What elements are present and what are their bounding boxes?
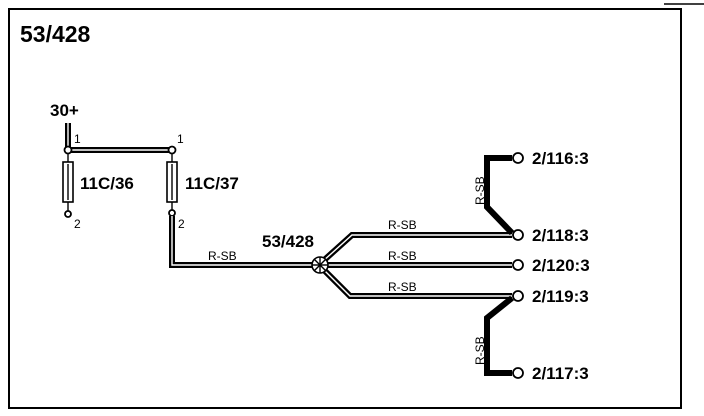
feed-wire-inner bbox=[171, 216, 312, 266]
branch-wire-119-inner bbox=[321, 267, 512, 297]
diagram-frame bbox=[8, 8, 682, 409]
terminal-label: 2/120:3 bbox=[532, 256, 590, 275]
fuse-11c37: 1 2 11C/37 bbox=[166, 132, 239, 231]
terminal-label: 2/117:3 bbox=[532, 364, 589, 383]
terminal-2-117-3: 2/117:3 bbox=[512, 364, 589, 383]
jumper-wire-119-117 bbox=[484, 295, 514, 376]
fuse-11c37-label: 11C/37 bbox=[185, 174, 239, 193]
terminal-label: 2/118:3 bbox=[532, 226, 589, 245]
branch-wire-118 bbox=[319, 232, 512, 265]
branch-wire-119 bbox=[319, 265, 512, 299]
terminal-circle bbox=[512, 367, 524, 379]
wire-label-117: R-SB bbox=[473, 336, 487, 365]
jumper-wire-116-118 bbox=[484, 155, 515, 236]
splice-cross-d2 bbox=[313, 258, 327, 272]
terminal-2-119-3: 2/119:3 bbox=[512, 287, 589, 306]
branch-wire-118-inner bbox=[321, 234, 512, 263]
splice-label: 53/428 bbox=[262, 232, 314, 251]
fuse-11c36-top-terminal bbox=[63, 145, 73, 155]
fuse-11c36-pin-bottom: 2 bbox=[74, 217, 81, 231]
fuse-11c37-bottom-terminal bbox=[168, 209, 176, 217]
terminal-label: 2/119:3 bbox=[532, 287, 589, 306]
terminal-2-120-3: 2/120:3 bbox=[512, 256, 590, 275]
wire-label-119: R-SB bbox=[388, 280, 417, 294]
splice-53-428 bbox=[311, 256, 329, 274]
terminal-circle bbox=[512, 152, 524, 164]
fuse-11c37-pin-top: 1 bbox=[177, 132, 184, 146]
terminal-circle bbox=[512, 229, 524, 241]
wire-label-feed: R-SB bbox=[208, 249, 237, 263]
diagram-title: 53/428 bbox=[20, 21, 91, 47]
fuse-11c36-pin-top: 1 bbox=[74, 132, 81, 146]
terminal-2-118-3: 2/118:3 bbox=[512, 226, 589, 245]
terminal-label: 2/116:3 bbox=[532, 149, 589, 168]
fuse-11c37-pin-bottom: 2 bbox=[178, 217, 185, 231]
fuse-11c36-label: 11C/36 bbox=[80, 174, 134, 193]
wire-label-118: R-SB bbox=[388, 218, 417, 232]
terminal-circle bbox=[512, 259, 524, 271]
fuse-11c37-top-terminal bbox=[167, 145, 177, 155]
terminal-circle bbox=[512, 290, 524, 302]
fuse-11c36: 1 2 11C/36 bbox=[62, 132, 134, 231]
wire-label-116: R-SB bbox=[473, 176, 487, 205]
fuse-11c36-bottom-terminal bbox=[64, 210, 72, 218]
terminal-2-116-3: 2/116:3 bbox=[512, 149, 589, 168]
wire-label-120: R-SB bbox=[388, 249, 417, 263]
supply-label: 30+ bbox=[50, 101, 79, 120]
